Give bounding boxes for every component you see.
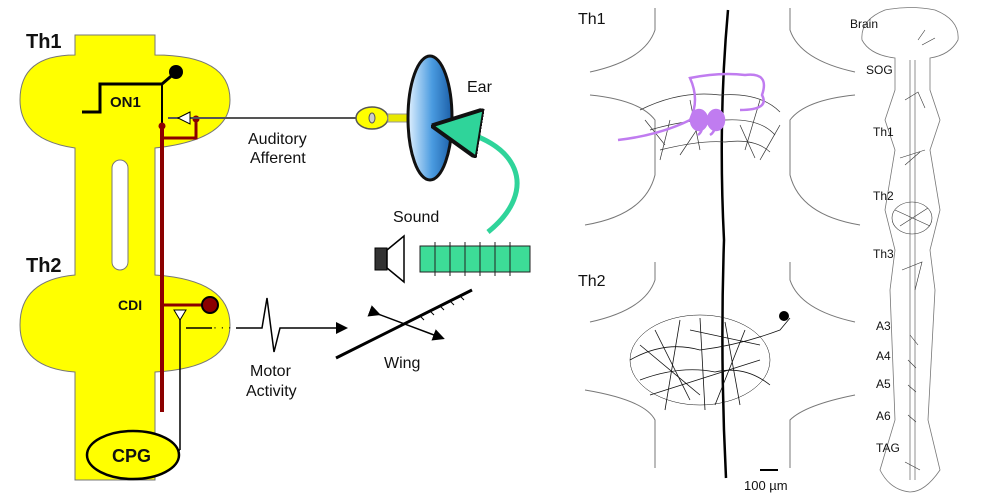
label-th1-micrograph: Th1 [578,11,606,28]
cpg-ellipse [85,429,181,481]
wing-motion-arrow [367,305,445,341]
cns-neuron-traces [891,29,936,471]
th2-neuron-arbor [629,314,791,411]
cns-connectives [909,60,916,480]
label-th2-micrograph: Th2 [578,273,606,290]
scale-bar-label: 100 µm [744,478,788,493]
motor-terminal [173,309,187,321]
cns-label-a6: A6 [876,409,891,423]
th1-outline [584,8,861,226]
cns-label-th1: Th1 [873,125,894,139]
sound-to-ear-arrow [446,128,520,234]
cns-outline [861,7,959,493]
ear-tympanum [406,54,454,182]
cdi-branch-top [160,120,198,140]
connective-gap [111,159,129,271]
label-th1-schematic: Th1 [26,31,62,53]
label-cpg: CPG [112,446,151,466]
cns-label-a3: A3 [876,319,891,333]
afferent-terminal [176,111,191,125]
svg-text:· · ·: · · · [213,320,232,334]
label-cdi: CDI [118,297,142,313]
label-on1: ON1 [110,94,141,111]
micrograph-panel: Th1 Th2 100 µm [578,8,861,493]
th2-outline [584,262,856,468]
label-th2-schematic: Th2 [26,255,62,277]
cdi-soma [201,296,219,314]
cns-label-th3: Th3 [873,247,894,261]
motor-activity-trace [236,297,348,353]
cns-label-th2: Th2 [873,189,894,203]
cns-label-brain: Brain [850,17,878,31]
cns-label-a4: A4 [876,349,891,363]
th2-soma [779,311,789,321]
cns-label-sog: SOG [866,63,893,77]
label-activity: Activity [246,383,297,400]
th1-highlighted-neuron [617,72,766,142]
sound-wave [419,242,531,276]
cdi-synapse-left [158,122,166,130]
speaker-icon [374,234,405,284]
cns-label-tag: TAG [876,441,900,455]
receptor-nucleus [368,112,376,124]
schematic-panel: · · · Th1 Th2 ON1 CD [19,31,531,481]
label-wing: Wing [384,355,420,372]
label-motor: Motor [250,363,292,380]
cns-label-a5: A5 [876,377,891,391]
wing-ticks [419,295,465,321]
on1-soma [169,65,183,79]
on1-neuron-trace [82,70,177,114]
midline-axon [720,9,730,479]
label-auditory: Auditory [248,131,307,148]
label-ear: Ear [467,79,493,96]
label-sound: Sound [393,209,439,226]
label-afferent: Afferent [250,150,306,167]
